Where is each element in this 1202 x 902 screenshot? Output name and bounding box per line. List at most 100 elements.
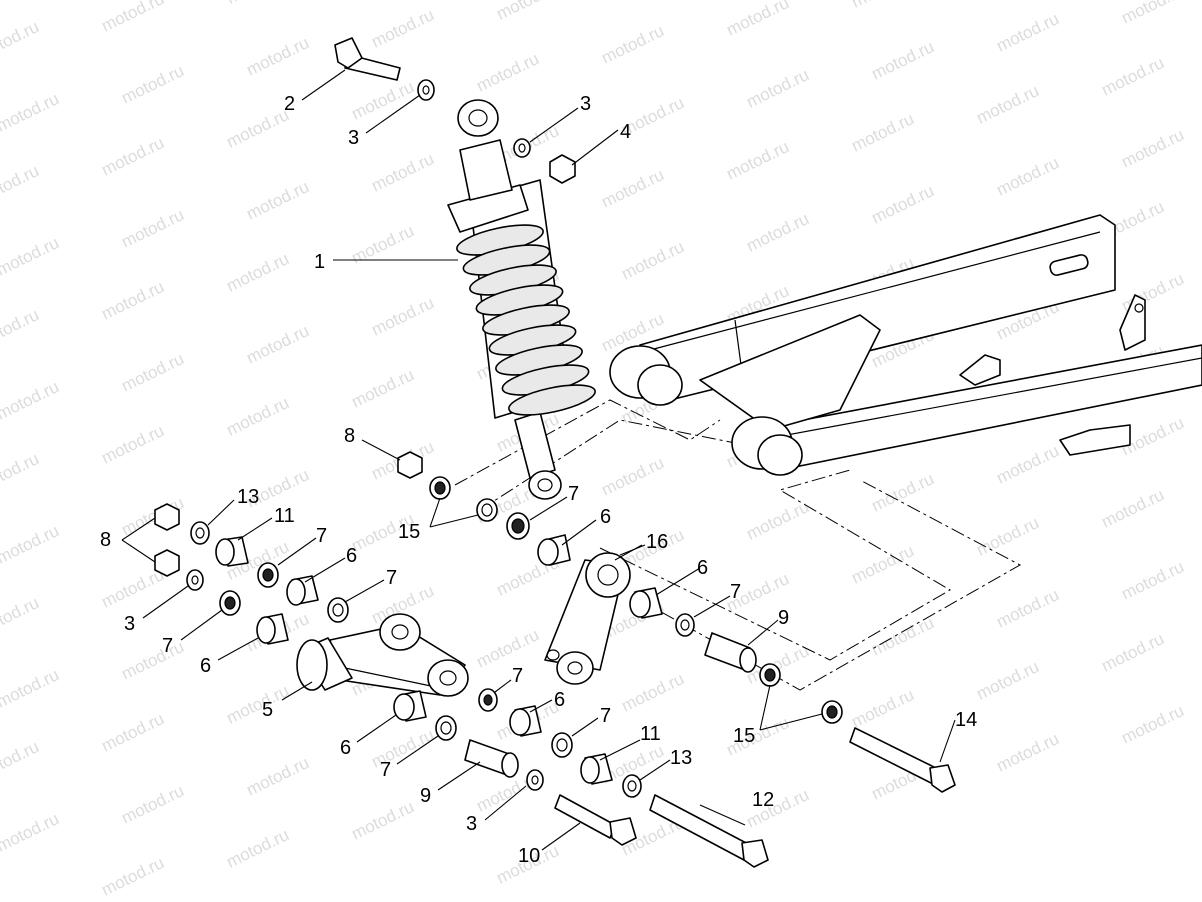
watermark-text: motod.ru — [98, 565, 167, 611]
watermark-text: motod.ru — [743, 65, 812, 111]
callout-6: 6 — [600, 506, 611, 528]
watermark-text: motod.ru — [118, 349, 187, 395]
watermark-text: motod.ru — [0, 809, 62, 855]
watermark-text: motod.ru — [348, 221, 417, 267]
callout-8: 8 — [100, 529, 111, 551]
bushing-7-lower-mid — [478, 688, 498, 712]
watermark-text: motod.ru — [98, 0, 167, 36]
watermark-text: motod.ru — [223, 393, 292, 439]
collar-6-lower-mid — [509, 705, 542, 737]
callout-10: 10 — [518, 845, 540, 867]
callout-7: 7 — [386, 567, 397, 589]
watermark-text: motod.ru — [993, 585, 1062, 631]
bushing-7-lower-right — [551, 732, 573, 758]
callout-15: 15 — [733, 725, 755, 747]
top-bolt — [334, 37, 401, 81]
shock-absorber — [447, 99, 596, 500]
callout-7: 7 — [162, 635, 173, 657]
bushing-7-left-b — [327, 597, 349, 623]
watermark-text: motod.ru — [868, 37, 937, 83]
watermark-text: motod.ru — [973, 657, 1042, 703]
callout-14: 14 — [955, 709, 977, 731]
watermark-text: motod.ru — [368, 293, 437, 339]
watermark-text: motod.ru — [1118, 701, 1187, 747]
watermark-text: motod.ru — [348, 77, 417, 123]
watermark-text: motod.ru — [98, 709, 167, 755]
watermark-text: motod.ru — [98, 133, 167, 179]
callout-15: 15 — [398, 521, 420, 543]
bushing-7-lower-left — [435, 715, 457, 741]
washer-3-lower — [526, 769, 544, 791]
watermark-text: motod.ru — [118, 637, 187, 683]
watermark-text: motod.ru — [98, 853, 167, 899]
callout-7: 7 — [600, 705, 611, 727]
watermark-text: motod.ru — [618, 237, 687, 283]
watermark-text: motod.ru — [723, 137, 792, 183]
watermark-text: motod.ru — [1098, 629, 1167, 675]
watermark-text: motod.ru — [993, 441, 1062, 487]
watermark-text: motod.ru — [598, 21, 667, 67]
callout-7: 7 — [730, 581, 741, 603]
watermark-text: motod.ru — [723, 0, 792, 40]
callout-13: 13 — [237, 486, 259, 508]
watermark-text: motod.ru — [243, 321, 312, 367]
bushing-7-left-a — [257, 562, 279, 588]
callout-11: 11 — [274, 505, 295, 527]
callout-7: 7 — [380, 759, 391, 781]
watermark-text: motod.ru — [493, 0, 562, 24]
callout-16: 16 — [646, 531, 668, 553]
watermark-text: motod.ru — [368, 725, 437, 771]
watermark-text: motod.ru — [973, 513, 1042, 559]
watermark-text: motod.ru — [98, 421, 167, 467]
link-rod — [544, 552, 631, 685]
callout-11: 11 — [640, 723, 661, 745]
bolt-12 — [649, 794, 769, 868]
watermark-text: motod.ru — [0, 233, 62, 279]
callout-8: 8 — [344, 425, 355, 447]
top-nut — [549, 154, 576, 184]
watermark-text: motod.ru — [973, 81, 1042, 127]
callout-9: 9 — [420, 785, 431, 807]
callout-4: 4 — [620, 121, 631, 143]
bushing-7-right — [675, 613, 695, 637]
callout-6: 6 — [346, 545, 357, 567]
watermark-text: motod.ru — [0, 17, 42, 63]
washer-13-left — [190, 521, 210, 545]
nut-upper — [397, 451, 423, 479]
callout-9: 9 — [778, 607, 789, 629]
nut-left-top — [154, 503, 180, 531]
washer-15-right-a — [759, 663, 781, 687]
watermark-text: motod.ru — [0, 89, 62, 135]
watermark-text: motod.ru — [993, 153, 1062, 199]
watermark-text: motod.ru — [848, 0, 917, 12]
watermark-text: motod.ru — [243, 177, 312, 223]
nut-left-bottom — [154, 549, 180, 577]
watermark-text: motod.ru — [118, 781, 187, 827]
watermark-text: motod.ru — [1118, 0, 1187, 28]
collar-11-lower — [580, 753, 613, 785]
watermark-text: motod.ru — [223, 0, 292, 8]
callout-7: 7 — [568, 483, 579, 505]
watermark-text: motod.ru — [243, 753, 312, 799]
callout-6: 6 — [554, 689, 565, 711]
bushing-upper-7 — [506, 512, 530, 540]
callout-3: 3 — [124, 613, 135, 635]
watermark-text: motod.ru — [368, 149, 437, 195]
watermark-text: motod.ru — [348, 365, 417, 411]
watermark-text: motod.ru — [1098, 485, 1167, 531]
watermark-text: motod.ru — [223, 681, 292, 727]
watermark-text: motod.ru — [993, 729, 1062, 775]
watermark-text: motod.ru — [223, 249, 292, 295]
watermark-text: motod.ru — [223, 105, 292, 151]
bolt-10 — [554, 794, 637, 846]
watermark-text: motod.ru — [0, 305, 42, 351]
watermark-text: motod.ru — [473, 625, 542, 671]
washer-15-right-b — [821, 700, 843, 724]
callout-labels: 2 3 3 4 1 8 15 7 6 16 13 11 7 6 7 8 3 7 … — [100, 93, 977, 867]
swingarm — [609, 214, 1202, 476]
watermark-text: motod.ru — [993, 9, 1062, 55]
watermark-text: motod.ru — [0, 593, 42, 639]
top-washer-right — [513, 138, 531, 158]
watermark-text: motod.ru — [868, 181, 937, 227]
